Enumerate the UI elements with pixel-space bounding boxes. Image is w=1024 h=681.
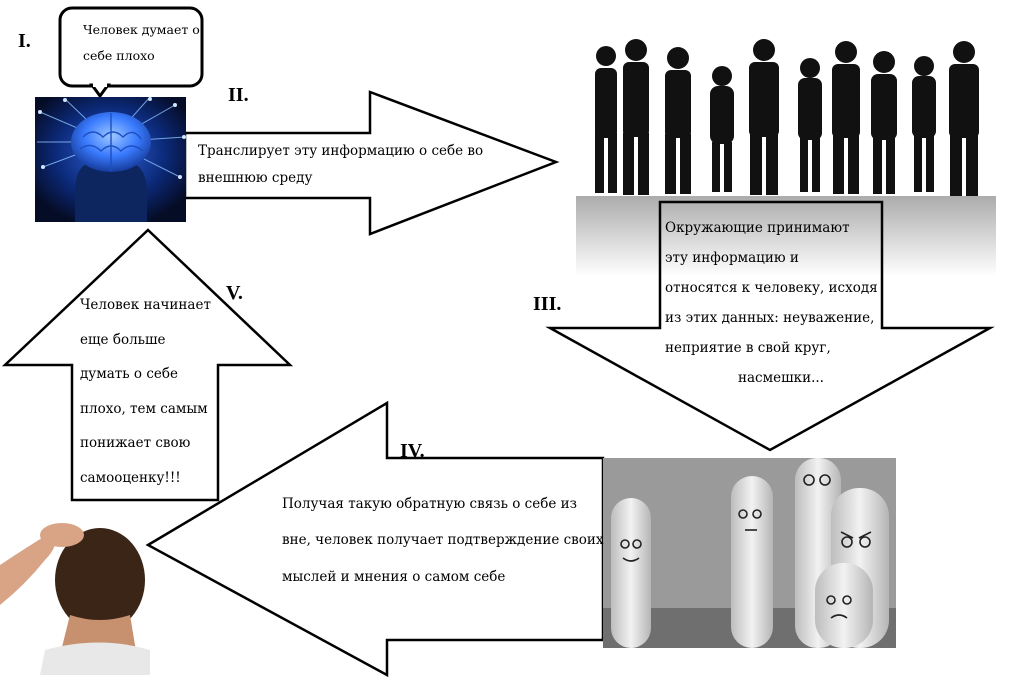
man-scratching-head-image	[0, 505, 150, 675]
arrow-up-line: самооценку!!!	[80, 469, 181, 486]
arrow-left-line: мыслей и мнения о самом себе	[282, 568, 506, 585]
brain-image	[35, 97, 186, 222]
arrow-up-line: плохо, тем самым	[80, 400, 208, 417]
arrow-left-line: вне, человек получает подтверждение свои…	[282, 532, 604, 549]
arrow-right-text: Транслирует эту информацию о себе во вне…	[198, 138, 483, 192]
arrow-left-line: Получая такую обратную связь о себе из	[282, 496, 577, 512]
arrow-down-line: эту информацию и	[665, 249, 799, 266]
crowd-silhouette-image	[556, 38, 1011, 278]
arrow-down-line: неприятие в свой круг,	[665, 339, 831, 356]
arrow-left-shape	[145, 400, 605, 678]
arrow-up-line: понижает свою	[80, 435, 191, 452]
label-step-4: IV.	[400, 440, 425, 462]
speech-bubble	[58, 6, 204, 99]
arrow-right-shape	[183, 90, 560, 236]
bubble-line: Человек думает о	[83, 22, 200, 37]
bubble-line: себе плохо	[83, 48, 155, 64]
speech-bubble-text: Человек думает о себе плохо	[83, 17, 200, 70]
label-step-5: V.	[226, 282, 243, 304]
arrow-up-line: думать о себе	[80, 366, 179, 383]
arrow-up-line: еще больше	[80, 331, 166, 348]
arrow-down-text: Окружающие принимают эту информацию и от…	[665, 214, 878, 394]
arrow-right-line: внешнюю среду	[198, 170, 313, 186]
arrow-down-line: относятся к человеку, исходя	[665, 279, 878, 296]
label-step-3: III.	[533, 293, 562, 315]
arrow-down-line: насмешки...	[738, 369, 824, 386]
arrow-right-line: Транслирует эту информацию о себе во	[198, 143, 484, 159]
label-step-2: II.	[228, 84, 249, 106]
arrow-up-shape	[1, 228, 294, 502]
arrow-up-line: Человек начинает	[80, 297, 211, 313]
label-step-1: I.	[18, 30, 31, 52]
arrow-up-text: Человек начинает еще больше думать о себ…	[80, 288, 211, 495]
arrow-down-line: Окружающие принимают	[665, 220, 850, 236]
arrow-left-text: Получая такую обратную связь о себе из в…	[282, 486, 604, 595]
arrow-down-line: из этих данных: неуважение,	[665, 309, 875, 326]
finger-faces-image	[603, 458, 896, 648]
